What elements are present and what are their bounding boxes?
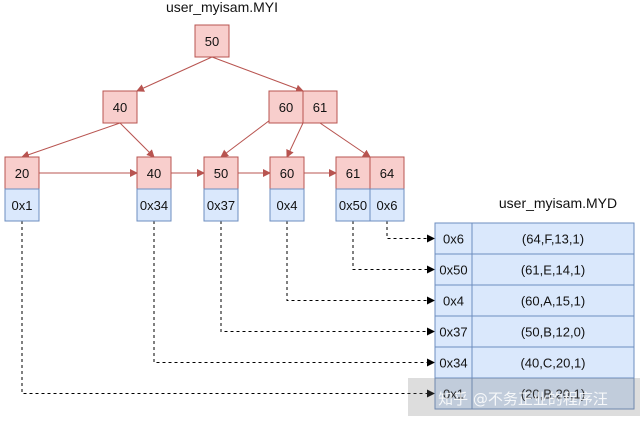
leaf-ptr-0x6: 0x6 xyxy=(369,188,405,222)
pointer-link-0x4 xyxy=(286,221,435,305)
leaf-ptr-0x1-label: 0x1 xyxy=(12,198,33,213)
watermark: 知乎 @不务正业的程序汪 xyxy=(438,390,608,408)
myd-row-record: (50,B,12,0) xyxy=(521,325,585,340)
leaf-key-40-label: 40 xyxy=(147,166,161,181)
root-key-50: 50 xyxy=(194,24,230,58)
myd-row-addr: 0x50 xyxy=(439,263,467,278)
myd-row-addr: 0x37 xyxy=(439,325,467,340)
myd-row-addr: 0x6 xyxy=(443,232,464,247)
leaf-key-60: 60 xyxy=(269,156,305,190)
leaf-key-60-label: 60 xyxy=(280,166,294,181)
leaf-key-20: 20 xyxy=(4,156,40,190)
edge-40-to-20 xyxy=(21,122,121,159)
myi-title: user_myisam.MYI xyxy=(166,0,278,15)
myd-table: 0x6 (64,F,13,1) 0x50 (61,E,14,1) 0x4 (60,A,15… xyxy=(434,222,635,410)
leaf-ptr-0x34-label: 0x34 xyxy=(140,198,168,213)
internal-key-60-label: 60 xyxy=(279,100,293,115)
myd-row: 0x37 (50,B,12,0) xyxy=(434,315,635,348)
watermark-backdrop xyxy=(408,378,640,416)
pointer-link-0x1 xyxy=(21,221,435,398)
pointer-links xyxy=(21,221,435,398)
leaf-key-61-label: 61 xyxy=(346,166,360,181)
internal-key-61-label: 61 xyxy=(313,100,327,115)
myd-row-record: (20,B,20,1) xyxy=(521,387,585,402)
leaf-ptr-0x1: 0x1 xyxy=(4,188,40,222)
myd-row-record: (40,C,20,1) xyxy=(520,356,585,371)
pointer-link-0x50 xyxy=(352,221,435,274)
pointer-link-0x6 xyxy=(386,221,435,243)
edge-40-to-40 xyxy=(119,122,155,158)
myd-row: 0x1 (20,B,20,1) xyxy=(434,377,635,410)
myd-row: 0x34 (40,C,20,1) xyxy=(434,346,635,379)
edge-root-to-40 xyxy=(136,56,213,92)
edge-60-to-60 xyxy=(286,122,304,158)
leaf-key-50-label: 50 xyxy=(214,166,228,181)
edge-root-to-60-61 xyxy=(211,56,304,93)
internal-key-40: 40 xyxy=(102,90,138,124)
leaf-ptr-0x34: 0x34 xyxy=(136,188,172,222)
myd-row-addr: 0x4 xyxy=(443,294,464,309)
myd-row: 0x4 (60,A,15,1) xyxy=(434,284,635,317)
myd-row-addr: 0x34 xyxy=(439,356,467,371)
leaf-key-64: 64 xyxy=(369,156,405,190)
myd-row-record: (60,A,15,1) xyxy=(521,294,585,309)
internal-key-40-label: 40 xyxy=(113,100,127,115)
myd-row-record: (64,F,13,1) xyxy=(522,232,584,247)
internal-key-61: 61 xyxy=(302,90,338,124)
leaf-key-64-label: 64 xyxy=(380,166,394,181)
leaf-key-50: 50 xyxy=(203,156,239,190)
edge-61-to-61 xyxy=(319,122,371,158)
myi-btree: 50 40 60 61 20 0x1 40 0x34 50 0x37 60 0x4 61 0x50 64 0x… xyxy=(4,24,405,222)
leaf-key-40: 40 xyxy=(136,156,172,190)
leaf-ptr-0x50-label: 0x50 xyxy=(339,198,367,213)
leaf-ptr-0x37: 0x37 xyxy=(203,188,239,222)
leaf-ptr-0x4: 0x4 xyxy=(269,188,305,222)
leaf-ptr-0x6-label: 0x6 xyxy=(377,198,398,213)
pointer-link-0x34 xyxy=(153,221,435,367)
internal-key-60: 60 xyxy=(268,90,304,124)
root-key-50-label: 50 xyxy=(205,34,219,49)
leaf-key-61: 61 xyxy=(335,156,371,190)
myd-row-addr: 0x1 xyxy=(443,387,464,402)
myd-row: 0x50 (61,E,14,1) xyxy=(434,253,635,286)
myd-title: user_myisam.MYD xyxy=(499,195,617,211)
leaf-ptr-0x4-label: 0x4 xyxy=(277,198,298,213)
myd-row-record: (61,E,14,1) xyxy=(521,263,585,278)
myd-row: 0x6 (64,F,13,1) xyxy=(434,222,635,255)
leaf-ptr-0x37-label: 0x37 xyxy=(207,198,235,213)
leaf-ptr-0x50: 0x50 xyxy=(335,188,371,222)
pointer-link-0x37 xyxy=(220,221,435,336)
leaf-key-20-label: 20 xyxy=(15,166,29,181)
